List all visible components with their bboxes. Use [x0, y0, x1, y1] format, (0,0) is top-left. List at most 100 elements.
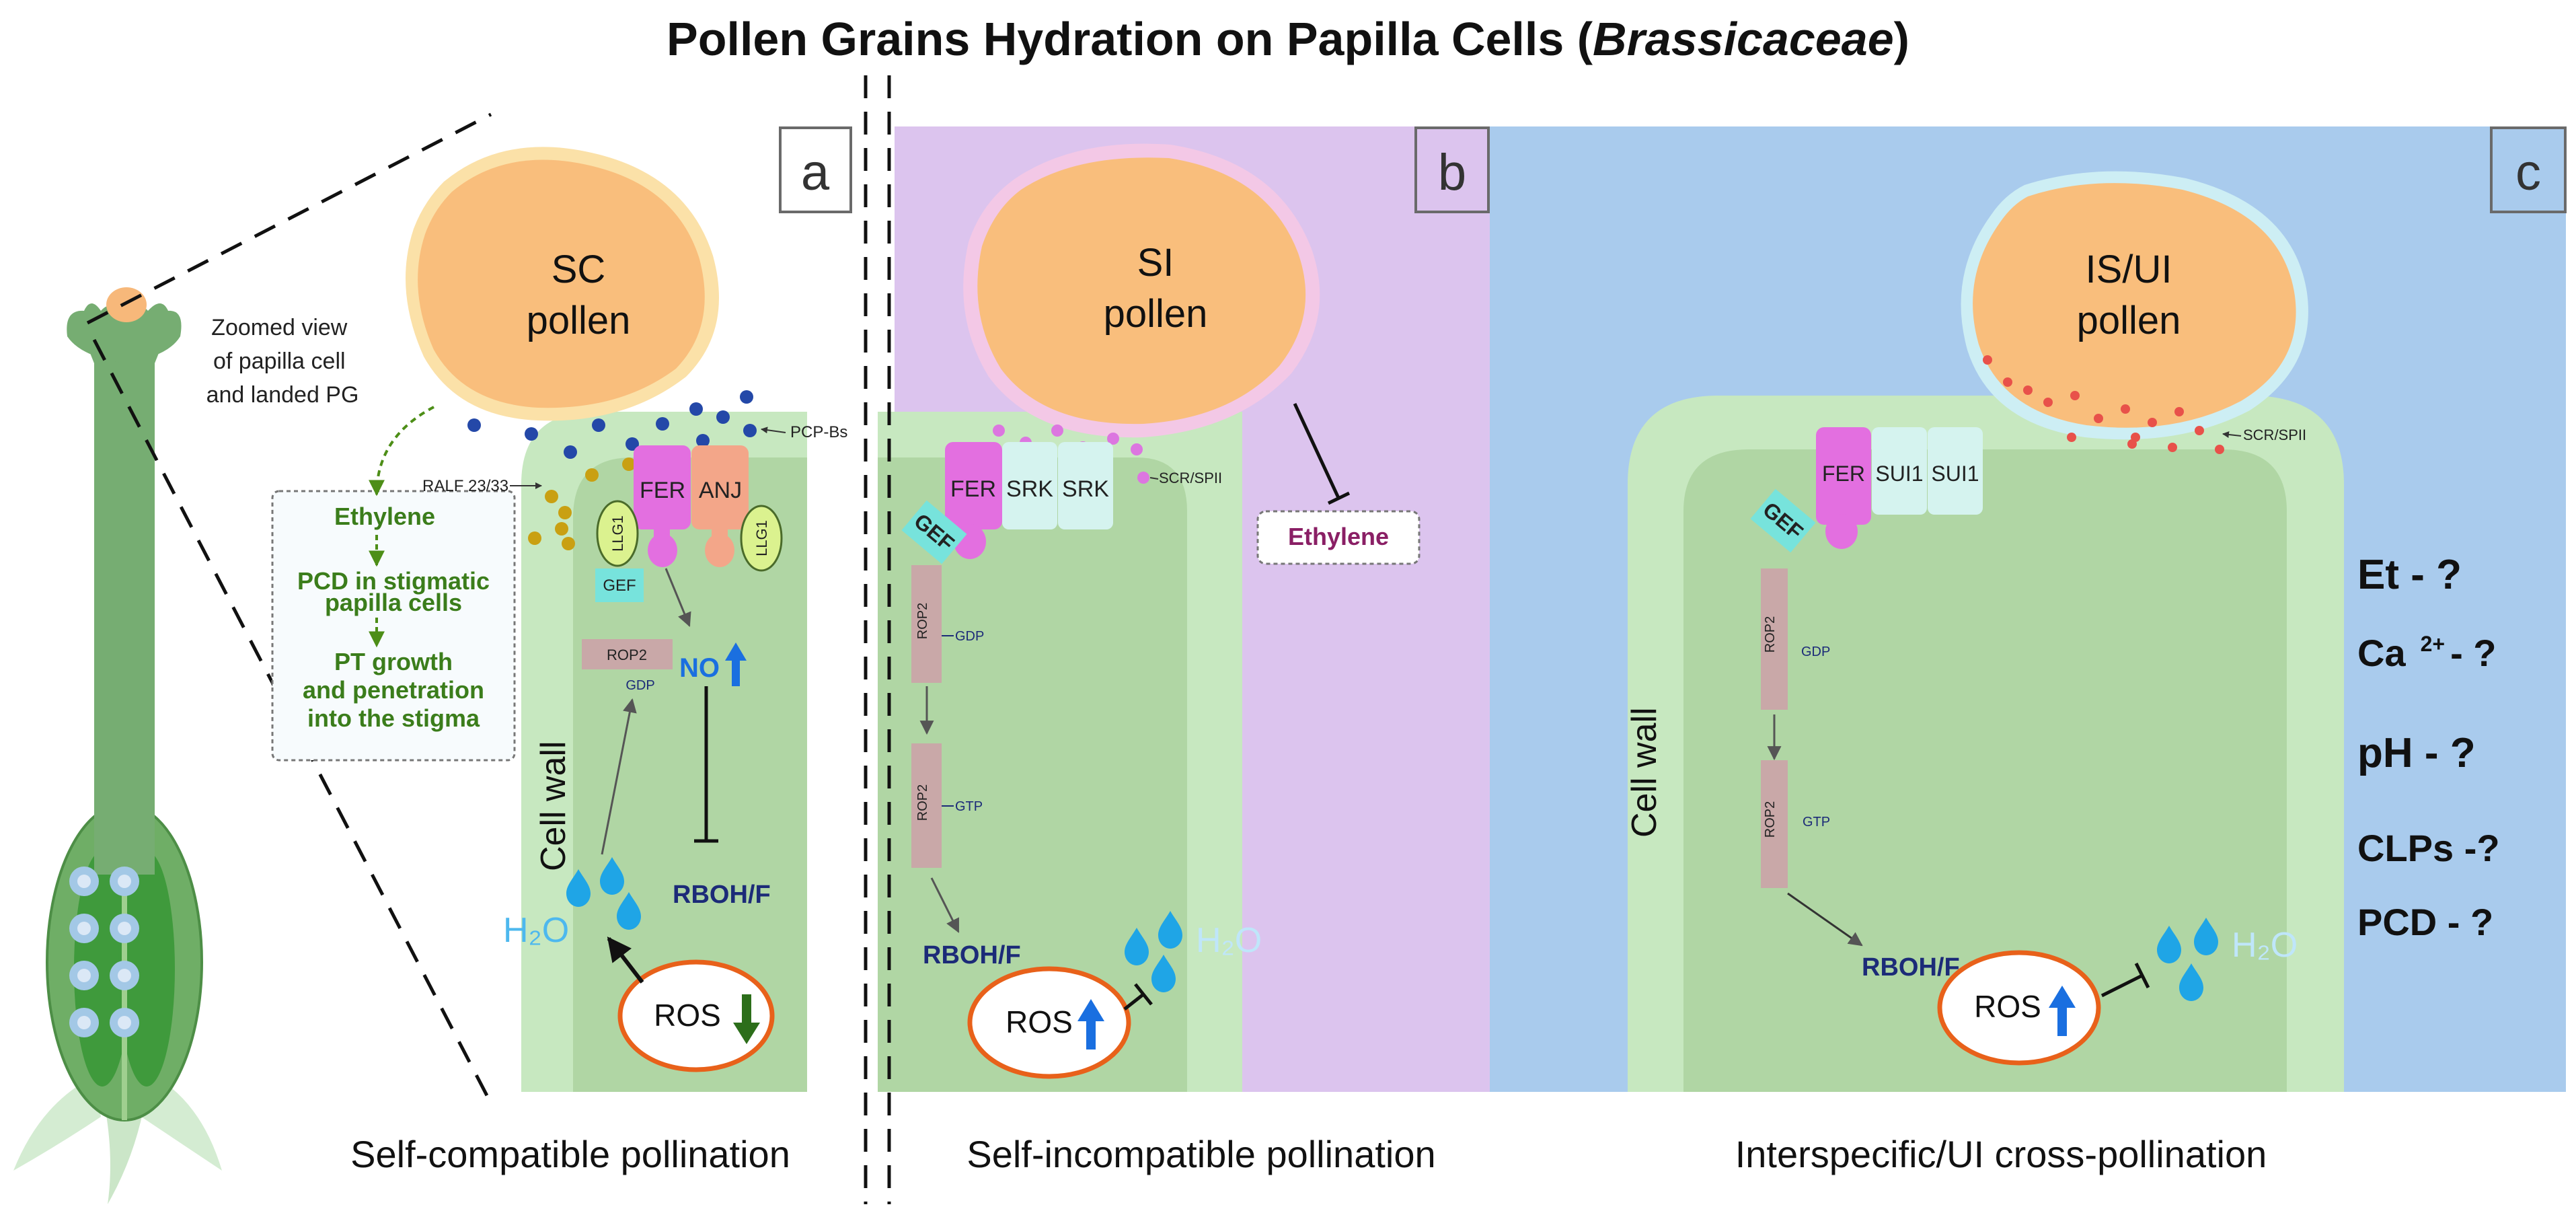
sc-pollen-label-line2: pollen: [527, 299, 631, 342]
h2o-label-a: H₂O: [503, 911, 569, 950]
pt-growth-line1: PT growth: [334, 648, 453, 675]
caption-b: Self-incompatible pollination: [967, 1133, 1435, 1175]
ethylene-signaling-box: Ethylene PCD in stigmatic papilla cells …: [271, 490, 516, 762]
rboh-label-b: RBOH/F: [923, 941, 1021, 969]
scr-spii-label-c: SCR/SPII: [2243, 427, 2306, 443]
ros-node-b: ROS: [967, 966, 1131, 1079]
pollen-inhibits-ethylene: [1293, 402, 1351, 505]
question-et: Et - ?: [2357, 552, 2462, 598]
llg1-label-right: LLG1: [753, 520, 770, 556]
llg1-left: LLG1: [596, 500, 639, 567]
water-to-rop2-arrow: [601, 698, 637, 855]
h2o-label-b: H₂O: [1196, 921, 1262, 960]
gdp-label-a: GDP: [626, 678, 654, 693]
rboh-label-a: RBOH/F: [673, 881, 771, 909]
si-pollen-label-line1: SI: [1137, 241, 1174, 285]
ros-label-c: ROS: [1974, 989, 2041, 1024]
pt-growth-line2: and penetration: [303, 676, 484, 704]
rop2-label-c-bottom: ROP2: [1763, 801, 1778, 838]
rop2-label-c-top: ROP2: [1763, 616, 1778, 653]
gdp-label-c: GDP: [1801, 645, 1830, 659]
panel-c-letter: c: [2515, 144, 2541, 201]
sc-pollen-grain: SC pollen: [406, 147, 719, 421]
si-pollen-label-line2: pollen: [1104, 292, 1208, 336]
srk-label-b-1: SRK: [1006, 476, 1053, 502]
ros-inhibits-water-c: [2100, 962, 2150, 998]
rop2-gdp-c: ROP2 GDP: [1761, 568, 1830, 710]
anj-label-a: ANJ: [699, 478, 742, 503]
sc-pollen-label-line1: SC: [552, 248, 606, 291]
llg1-label-left: LLG1: [609, 515, 626, 552]
zoom-caption: Zoomed view of papilla cell and landed P…: [206, 315, 359, 408]
ros-inhibits-water-b: [1123, 983, 1153, 1010]
question-pcd: PCD - ?: [2357, 901, 2493, 943]
fer-receptor-b: FER: [945, 442, 1002, 559]
caption-a: Self-compatible pollination: [350, 1133, 790, 1175]
h2o-label-c: H₂O: [2232, 926, 2298, 965]
panel-b-letter-box: b: [1414, 126, 1490, 213]
si-pollen-grain: SI pollen: [963, 143, 1320, 438]
figure-title: Pollen Grains Hydration on Papilla Cells…: [667, 13, 1909, 65]
pollen-grain-on-stigma: [106, 287, 147, 322]
no-inhibits-rboh: [694, 686, 718, 843]
papilla-cell-a: [521, 412, 807, 1092]
rop2-gdp-b: ROP2 GDP: [911, 565, 984, 683]
gtp-label-c: GTP: [1803, 815, 1830, 830]
pt-growth-line3: into the stigma: [307, 704, 480, 732]
fer-label-a: FER: [640, 478, 685, 503]
question-clps: CLPs -?: [2357, 827, 2500, 869]
gdp-label-b: GDP: [955, 629, 984, 644]
papilla-cell-c: [1628, 396, 2344, 1092]
rop2-to-rboh-arrow-c: [1787, 892, 1863, 947]
pcd-label-line2: papilla cells: [325, 589, 462, 616]
rop2-label-a: ROP2: [607, 647, 647, 663]
panel-b-letter: b: [1438, 144, 1466, 201]
caption-c: Interspecific/UI cross-pollination: [1735, 1133, 2267, 1175]
zoom-line-top: [86, 112, 492, 325]
sui1-receptor-c-1: SUI1: [1872, 427, 1927, 515]
cell-wall-label-c: Cell wall: [1625, 707, 1664, 838]
sui1-label-c-2: SUI1: [1931, 462, 1979, 486]
fer-receptor-a: FER: [634, 445, 691, 567]
rop2-a: ROP2 GDP: [582, 639, 673, 693]
ros-to-water-arrow: [607, 936, 644, 984]
scr-spii-molecules-c: [1983, 355, 2224, 454]
ethylene-box-b: Ethylene: [1256, 510, 1420, 565]
scr-spii-label-b: SCR/SPII: [1159, 470, 1222, 486]
rop2-label-b-bottom: ROP2: [915, 784, 930, 821]
panel-a-letter-box: a: [779, 126, 852, 213]
pcp-bs-label: PCP-Bs: [790, 423, 847, 441]
no-label: NO: [679, 653, 720, 683]
sui1-label-c-1: SUI1: [1875, 462, 1923, 486]
pcp-bs-molecules: [467, 390, 757, 459]
ovules: [69, 867, 139, 1037]
ros-down-arrow-icon: [733, 994, 760, 1044]
rboh-label-c: RBOH/F: [1862, 953, 1960, 982]
isui-pollen-label-line2: pollen: [2077, 299, 2181, 342]
ros-up-arrow-icon-c: [2049, 986, 2076, 1036]
fer-to-no-arrow: [665, 568, 691, 627]
gtp-label-b: GTP: [955, 799, 983, 814]
ralf-label: RALF 23/33: [422, 477, 508, 495]
srk-receptor-b-2: SRK: [1058, 442, 1113, 529]
fer-label-b: FER: [950, 476, 996, 502]
ros-node-a: ROS: [617, 959, 775, 1072]
sui1-receptor-c-2: SUI1: [1928, 427, 1983, 515]
isui-pollen-label-line1: IS/UI: [2086, 248, 2172, 291]
cell-wall-label-a: Cell wall: [534, 741, 573, 871]
rop2-gtp-b: ROP2 GTP: [911, 743, 983, 868]
ros-label-a: ROS: [654, 998, 721, 1033]
rop2-label-b-top: ROP2: [915, 603, 930, 639]
srk-receptor-b-1: SRK: [1002, 442, 1057, 529]
pistil-illustration: [13, 287, 222, 1204]
srk-label-b-2: SRK: [1062, 476, 1109, 502]
pcd-label-line1: PCD in stigmatic: [297, 567, 490, 595]
rop2-gtp-c: ROP2 GTP: [1761, 760, 1830, 888]
isui-pollen-grain: IS/UI pollen: [1961, 171, 2308, 440]
question-ph: pH - ?: [2357, 730, 2476, 776]
pollen-to-ethylene-arrow: [369, 406, 434, 496]
fer-receptor-c: FER: [1816, 427, 1871, 549]
ralf-peptides: [528, 457, 636, 550]
